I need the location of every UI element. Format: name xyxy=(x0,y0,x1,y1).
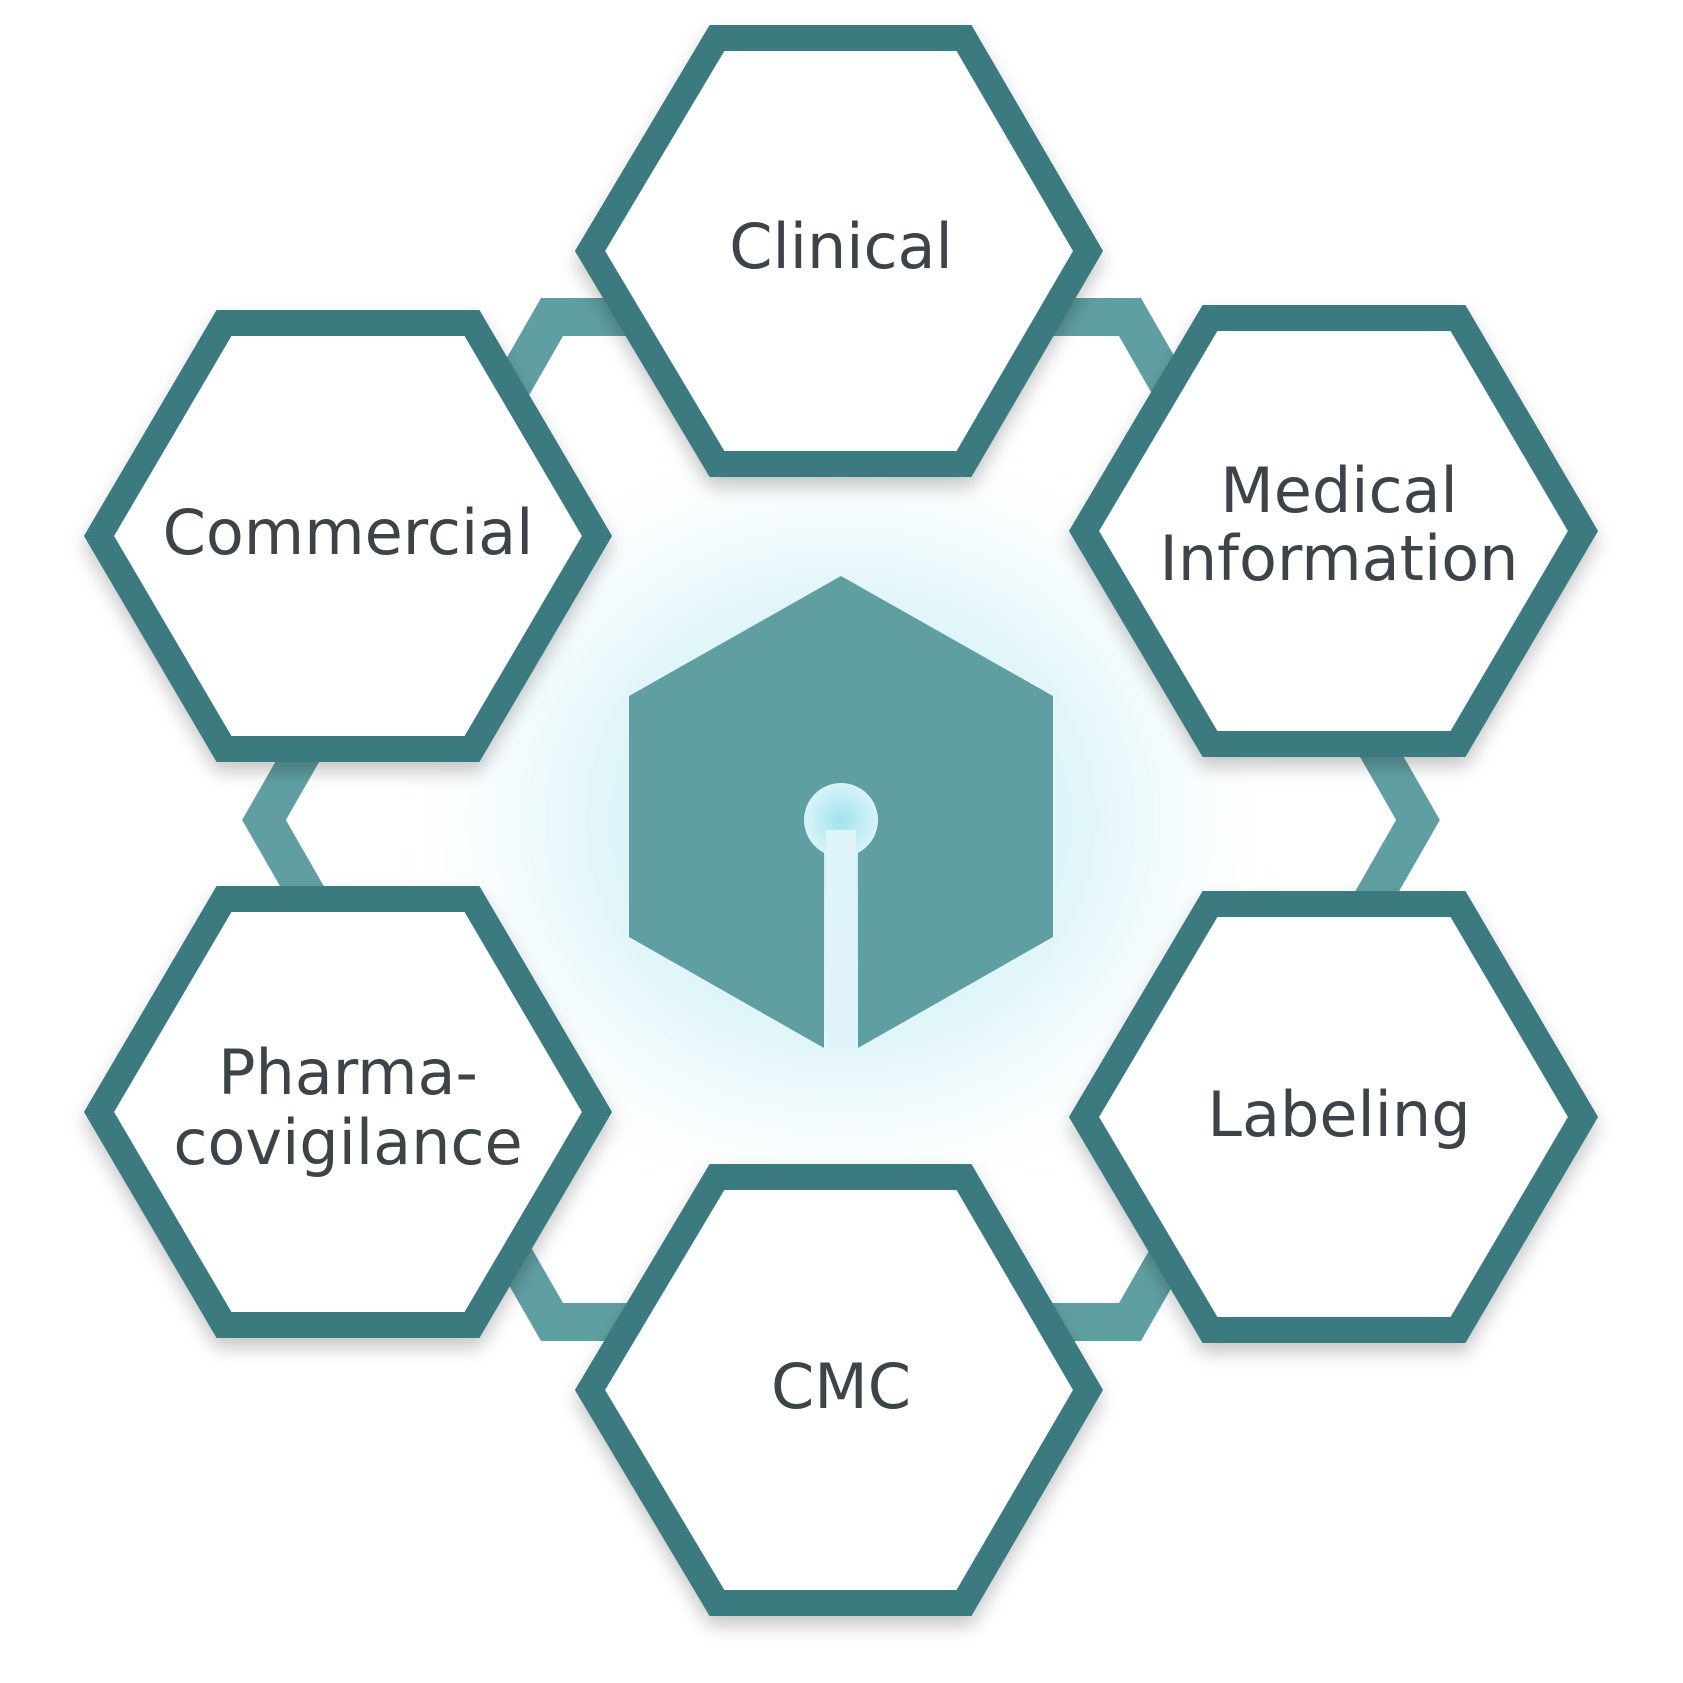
node-medical-information: Medical Information xyxy=(1068,305,1599,757)
node-labeling-label: Labeling xyxy=(1207,1078,1470,1151)
node-medical-information-label-line2: Information xyxy=(1160,522,1519,595)
node-clinical-label: Clinical xyxy=(729,210,953,283)
node-commercial: Commercial xyxy=(83,310,613,762)
node-labeling: Labeling xyxy=(1068,891,1599,1343)
connector-ring xyxy=(242,298,1440,1341)
node-commercial-label: Commercial xyxy=(163,496,534,569)
center-hexagon-icon xyxy=(629,576,1053,1048)
node-medical-information-label-line1: Medical xyxy=(1220,454,1458,527)
node-cmc-label: CMC xyxy=(771,1350,911,1423)
node-pharmacovigilance-label-line2: covigilance xyxy=(173,1106,522,1179)
node-clinical: Clinical xyxy=(574,25,1104,477)
keyhole-dot xyxy=(804,783,878,857)
node-cmc: CMC xyxy=(574,1164,1104,1616)
node-pharmacovigilance-label-line1: Pharma- xyxy=(218,1036,478,1109)
node-pharmacovigilance: Pharma- covigilance xyxy=(83,886,613,1338)
